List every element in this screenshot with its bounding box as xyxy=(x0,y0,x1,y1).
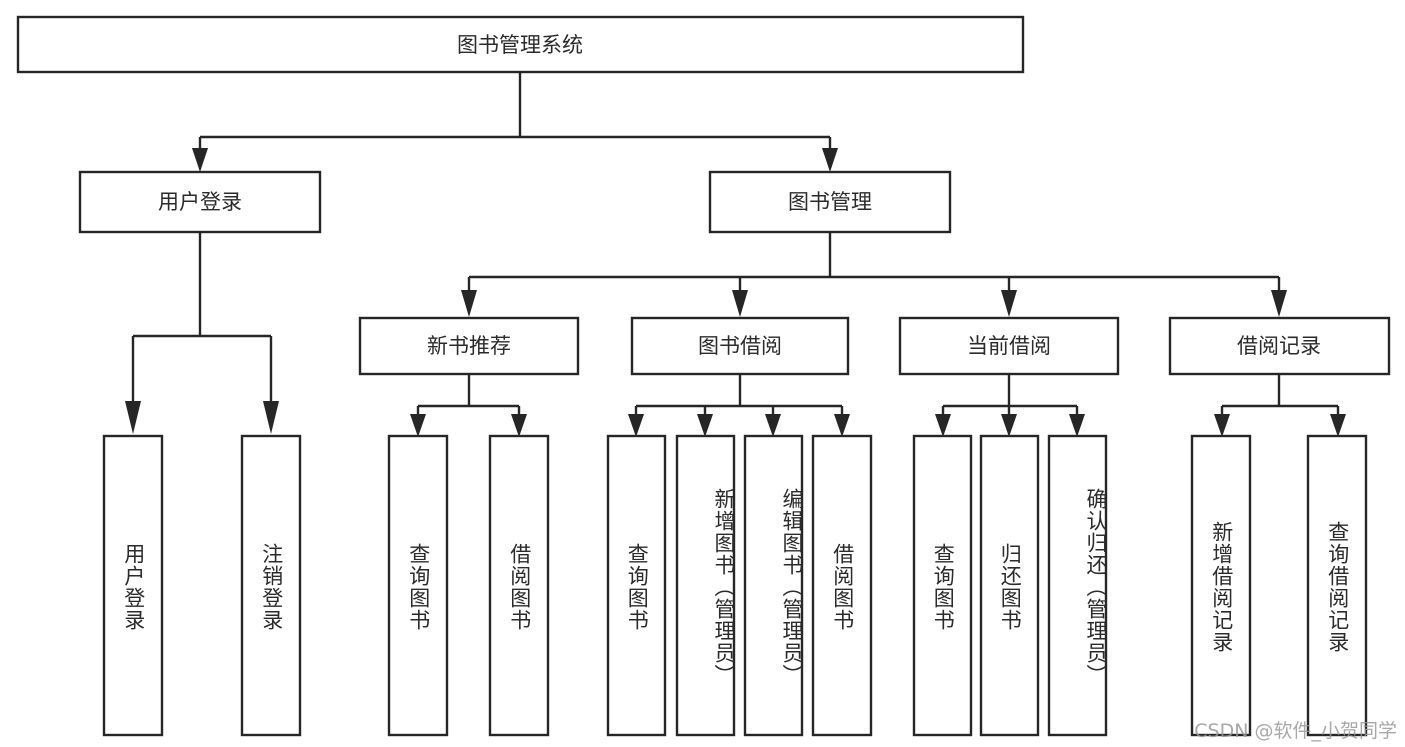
node-book-borrow-label: 图书借阅 xyxy=(698,334,782,358)
arrow-to-new-book-recommend xyxy=(461,290,477,317)
node-book-management[interactable]: 图书管理 xyxy=(708,170,952,234)
node-root[interactable]: 图书管理系统 xyxy=(16,15,1025,74)
node-leaf-query-book-3-rect[interactable] xyxy=(912,434,973,737)
arrow-to-leaf-borrow-book-2 xyxy=(834,414,850,437)
arrow-to-book-management xyxy=(822,148,838,172)
node-book-borrow-rect[interactable] xyxy=(630,316,850,376)
arrow-to-leaf-edit-book xyxy=(765,414,781,437)
arrow-to-leaf-add-book xyxy=(697,414,713,437)
node-borrow-record[interactable]: 借阅记录 xyxy=(1168,316,1391,376)
arrow-to-borrow-record xyxy=(1271,290,1287,317)
node-leaf-user-logout-rect[interactable] xyxy=(240,434,302,737)
arrow-to-leaf-add-record xyxy=(1214,414,1230,437)
node-leaf-add-record-rect[interactable] xyxy=(1190,434,1252,737)
node-user-login-rect[interactable] xyxy=(78,170,322,234)
node-leaf-user-login-rect[interactable] xyxy=(102,434,164,737)
node-leaf-query-book-2-rect[interactable] xyxy=(606,434,667,737)
arrow-to-leaf-user-logout xyxy=(263,401,279,434)
node-leaf-add-book-rect[interactable] xyxy=(675,434,736,737)
node-new-book-recommend[interactable]: 新书推荐 xyxy=(358,316,580,376)
node-borrow-record-label: 借阅记录 xyxy=(1237,334,1321,358)
node-leaf-confirm-return-rect[interactable] xyxy=(1047,434,1108,737)
node-leaf-return-book-rect[interactable] xyxy=(979,434,1040,737)
connector-layer xyxy=(125,72,1346,437)
node-book-management-rect[interactable] xyxy=(708,170,952,234)
node-leaf-borrow-book-2-rect[interactable] xyxy=(811,434,873,737)
arrow-to-leaf-query-book-3 xyxy=(935,414,951,437)
node-new-book-recommend-rect[interactable] xyxy=(358,316,580,376)
node-layer: 图书管理系统 用户登录 图书管理 新书推荐 图书借阅 当前 xyxy=(16,15,1391,737)
arrow-to-leaf-borrow-book-1 xyxy=(511,414,527,437)
arrow-to-leaf-confirm-return xyxy=(1069,414,1085,437)
arrow-to-current-borrow xyxy=(1001,290,1017,317)
arrow-to-user-login xyxy=(192,148,208,172)
arrow-to-leaf-return-book xyxy=(1001,414,1017,437)
node-user-login-label: 用户登录 xyxy=(158,190,242,214)
node-leaf-edit-book-rect[interactable] xyxy=(743,434,804,737)
node-leaf-query-book-1-rect[interactable] xyxy=(387,434,449,737)
node-current-borrow-rect[interactable] xyxy=(898,316,1120,376)
node-root-rect[interactable] xyxy=(16,15,1025,74)
arrow-to-leaf-query-book-2 xyxy=(628,414,644,437)
node-current-borrow[interactable]: 当前借阅 xyxy=(898,316,1120,376)
arrow-to-book-borrow xyxy=(732,290,748,317)
node-borrow-record-rect[interactable] xyxy=(1168,316,1391,376)
csdn-watermark: CSDN @软件_小贺同学 xyxy=(1194,720,1397,742)
node-current-borrow-label: 当前借阅 xyxy=(967,334,1051,358)
node-book-management-label: 图书管理 xyxy=(788,190,872,214)
arrow-to-leaf-query-record xyxy=(1330,414,1346,437)
arrow-to-leaf-user-login xyxy=(125,401,141,434)
arrow-to-leaf-query-book-1 xyxy=(410,414,426,437)
node-leaf-query-record-rect[interactable] xyxy=(1306,434,1368,737)
node-book-borrow[interactable]: 图书借阅 xyxy=(630,316,850,376)
node-user-login[interactable]: 用户登录 xyxy=(78,170,322,234)
node-new-book-recommend-label: 新书推荐 xyxy=(427,334,511,358)
node-leaf-borrow-book-1-rect[interactable] xyxy=(488,434,550,737)
node-root-label: 图书管理系统 xyxy=(457,33,583,57)
